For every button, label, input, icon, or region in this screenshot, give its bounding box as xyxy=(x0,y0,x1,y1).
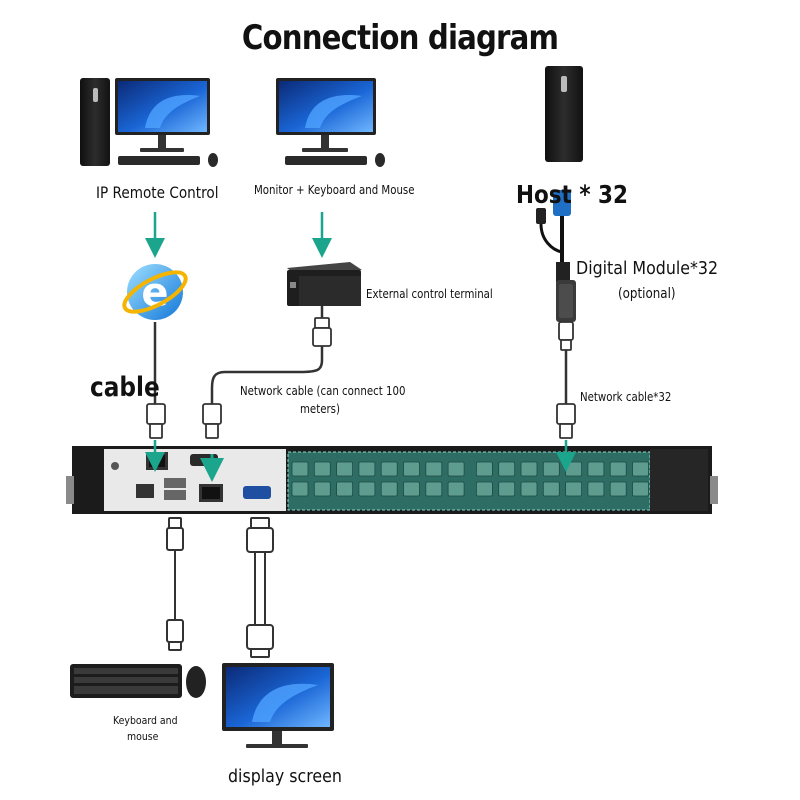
keyboard-mouse-icon xyxy=(70,664,206,698)
rj45-port xyxy=(475,461,493,477)
rj45-port xyxy=(425,481,443,497)
label-monitor-kbm: Monitor + Keyboard and Mouse xyxy=(254,183,415,197)
rj45-port xyxy=(632,481,649,497)
label-digital-module: Digital Module*32 xyxy=(576,258,719,279)
display-screen-icon xyxy=(222,663,334,748)
pc-ip-remote xyxy=(80,78,218,167)
rj45-port-grid xyxy=(291,461,649,497)
rj45-port xyxy=(403,461,420,477)
mouse-icon xyxy=(208,153,218,167)
rj45-port xyxy=(520,481,538,497)
diagram-title: Connection diagram xyxy=(241,18,559,58)
rj45-port xyxy=(542,461,560,477)
port-panel xyxy=(287,451,651,511)
rj45-port xyxy=(358,461,376,477)
rj45-port xyxy=(336,461,354,477)
rj45-port xyxy=(313,481,331,497)
external-control-terminal-icon xyxy=(287,262,362,306)
cable-external-terminal xyxy=(210,306,324,404)
label-network-cable-32: Network cable*32 xyxy=(580,390,672,404)
rj45-port xyxy=(475,481,493,497)
vga-cable xyxy=(246,517,274,658)
rj45-port xyxy=(565,461,582,477)
label-optional: (optional) xyxy=(618,286,676,302)
label-external-control-terminal: External control terminal xyxy=(366,287,493,301)
rj45-port xyxy=(336,481,354,497)
mouse-icon xyxy=(375,153,385,167)
kvm-switch-device xyxy=(66,446,718,514)
usb-cable xyxy=(166,517,184,651)
rj45-port xyxy=(380,481,398,497)
rj45-connectors xyxy=(146,317,576,439)
pc-monitor-kbm xyxy=(276,78,385,167)
rj45-port xyxy=(498,461,516,477)
rj45-port xyxy=(632,461,649,477)
rj45-port xyxy=(403,481,420,497)
rj45-port xyxy=(565,481,582,497)
rj45-port xyxy=(498,481,516,497)
rj45-port xyxy=(447,481,465,497)
internet-explorer-icon: e xyxy=(122,264,188,320)
rj45-port xyxy=(291,481,309,497)
label-ip-remote-control: IP Remote Control xyxy=(96,183,219,202)
label-cable: cable xyxy=(90,372,160,403)
label-keyboard-mouse-line2: mouse xyxy=(127,730,159,743)
rj45-port xyxy=(520,461,538,477)
rj45-port xyxy=(587,461,605,477)
rj45-port xyxy=(313,461,331,477)
rj45-port xyxy=(425,461,443,477)
label-network-cable: Network cable (can connect 100 xyxy=(240,384,406,398)
label-display-screen: display screen xyxy=(228,766,342,787)
digital-module-icon xyxy=(556,280,576,322)
rj45-port xyxy=(609,481,627,497)
tower-icon xyxy=(80,78,110,166)
keyboard-icon xyxy=(285,156,367,165)
host-vga-usb-cable xyxy=(536,190,571,282)
rj45-port xyxy=(358,481,376,497)
rj45-port xyxy=(609,461,627,477)
rj45-port xyxy=(587,481,605,497)
label-network-cable-line2: meters) xyxy=(300,402,340,416)
rj45-port xyxy=(380,461,398,477)
keyboard-icon xyxy=(118,156,200,165)
label-host: Host * 32 xyxy=(516,180,628,209)
label-keyboard-mouse: Keyboard and xyxy=(113,714,178,727)
host-tower-icon xyxy=(545,66,583,162)
rj45-port xyxy=(447,461,465,477)
rj45-port xyxy=(291,461,309,477)
rj45-port xyxy=(542,481,560,497)
